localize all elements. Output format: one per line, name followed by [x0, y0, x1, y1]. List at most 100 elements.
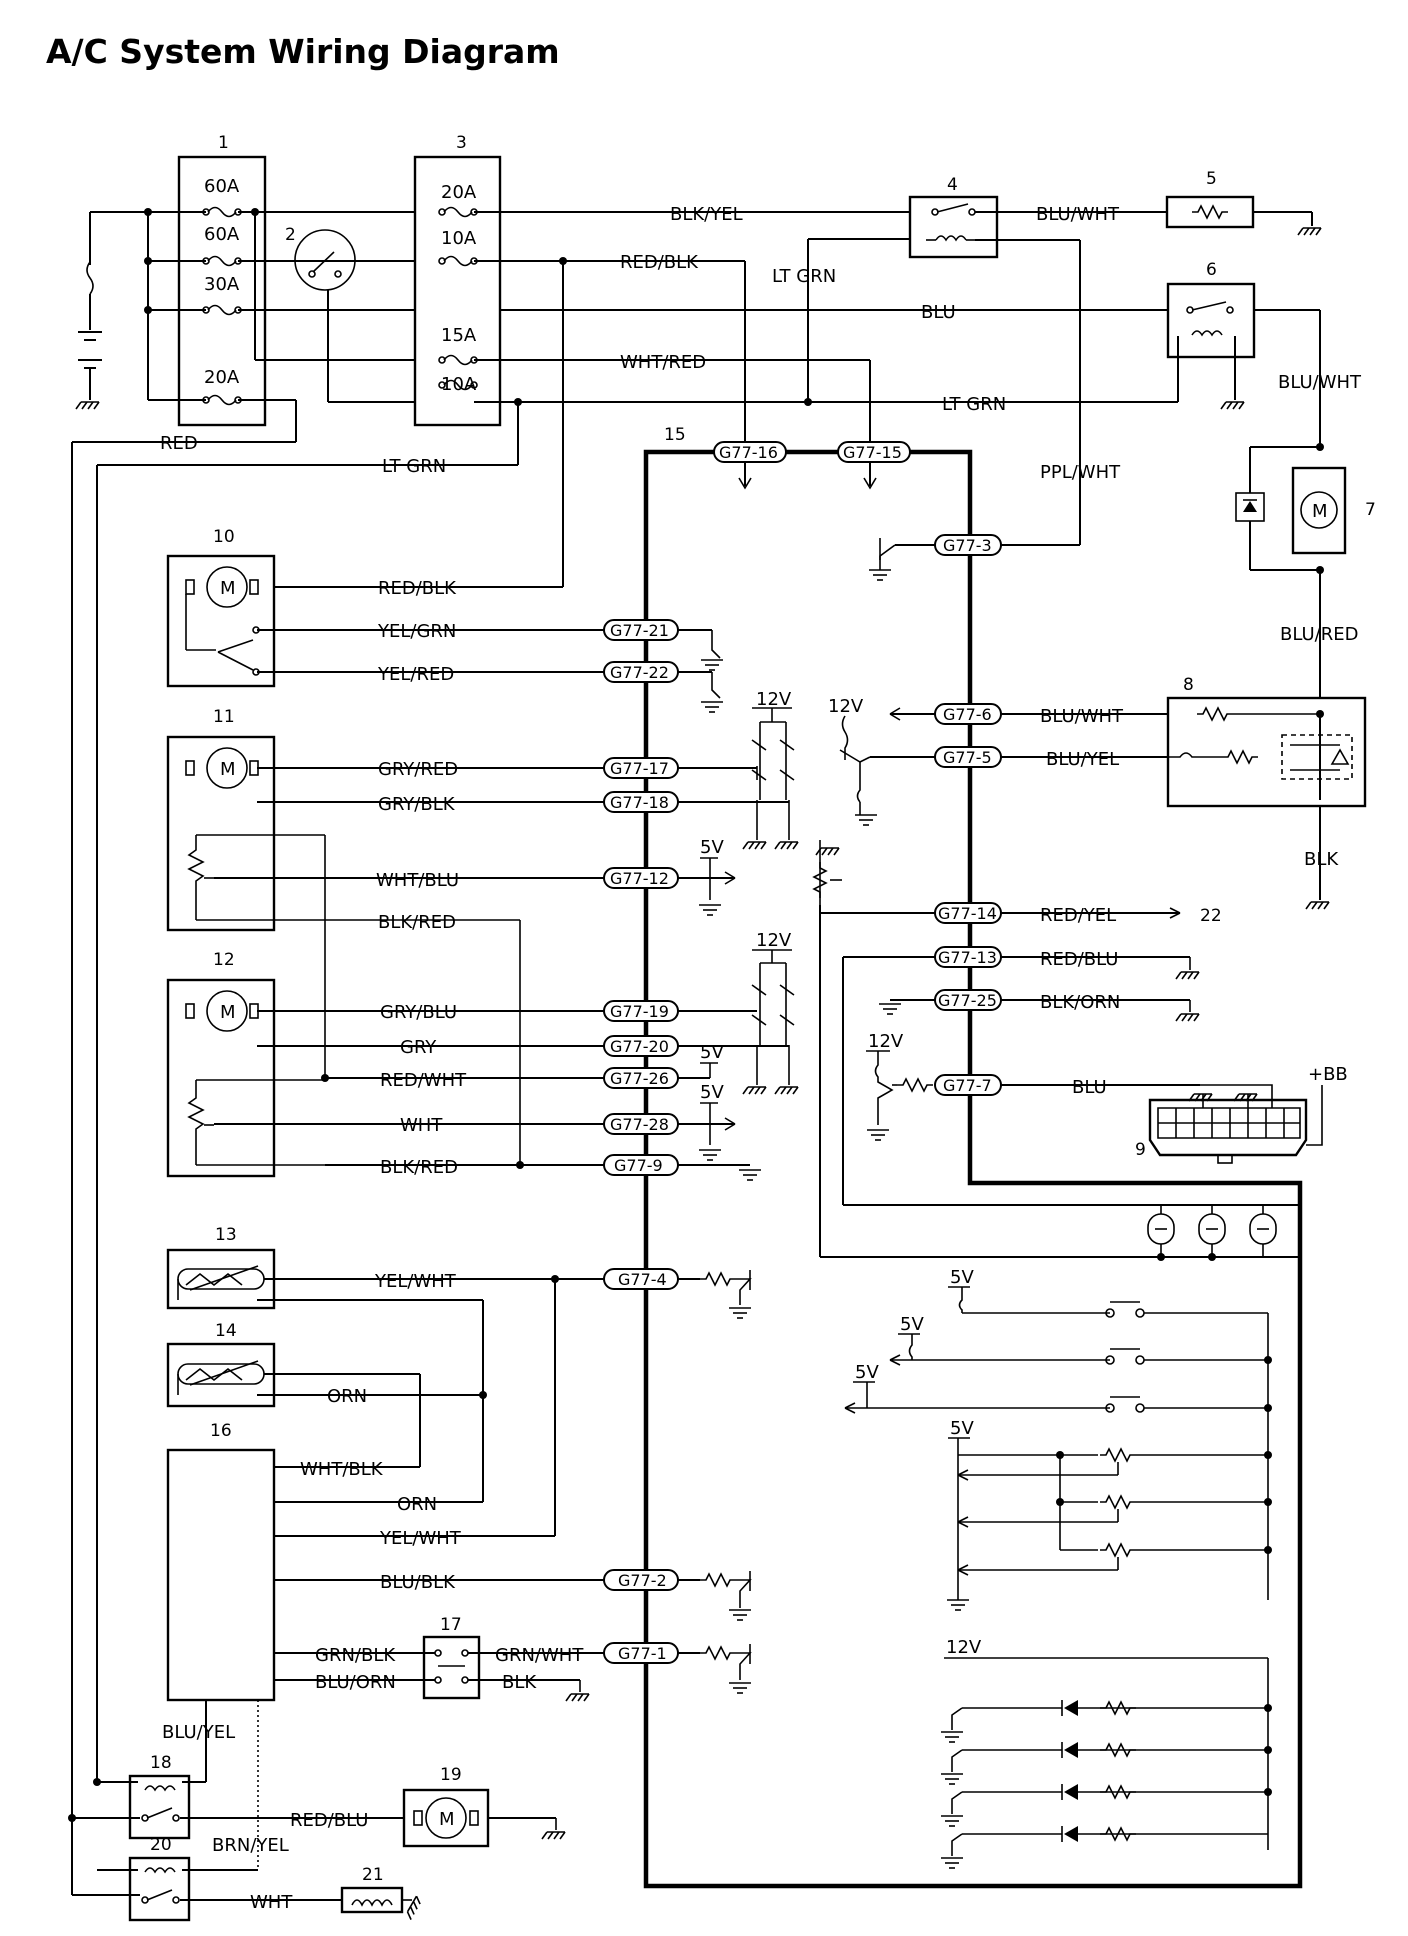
wire-label: BLU/WHT	[1278, 372, 1362, 393]
wire-label: GRY/BLU	[380, 1002, 457, 1023]
pin-g77-9: G77-9	[603, 1154, 679, 1176]
pin-g77-15: G77-15	[837, 441, 911, 463]
wire-label: LT GRN	[382, 456, 446, 477]
pin-g77-28: G77-28	[603, 1113, 679, 1135]
wire-label: BLK/YEL	[670, 204, 743, 225]
component-number-6: 6	[1206, 260, 1217, 280]
blower-motor-7: M 7	[1235, 443, 1376, 574]
switch-17: 17	[422, 1615, 481, 1700]
svg-text:G77-26: G77-26	[610, 1069, 669, 1088]
fuse-box-1: 1 60A 60A 30A 20A	[144, 133, 267, 427]
pin-g77-25: G77-25	[934, 989, 1002, 1011]
ignition-switch-2: 2	[285, 225, 356, 291]
wire-label: RED/WHT	[380, 1070, 467, 1091]
pin-g77-22: G77-22	[603, 661, 679, 683]
svg-text:5V: 5V	[950, 1418, 974, 1439]
svg-text:G77-1: G77-1	[618, 1644, 667, 1663]
pin-g77-17: G77-17	[603, 757, 679, 779]
fuse-rating: 30A	[204, 274, 240, 295]
fuse-rating: 60A	[204, 176, 240, 197]
fuse-box-3: 3 20A 10A 15A 10A	[413, 133, 502, 427]
component-number-13: 13	[215, 1225, 237, 1245]
pin-g77-2: G77-2	[603, 1569, 679, 1591]
control-unit-15: 15	[643, 425, 1303, 1889]
wire-label: WHT/BLK	[300, 1459, 384, 1480]
wire-label: PPL/WHT	[1040, 462, 1121, 483]
actuator-10: 10 M	[166, 527, 276, 688]
component-number-1: 1	[218, 133, 229, 153]
svg-text:M: M	[220, 578, 236, 599]
pin-g77-13: G77-13	[934, 946, 1002, 968]
wire-label: BLU	[1072, 1077, 1107, 1098]
pin-g77-6: G77-6	[934, 703, 1002, 725]
wire-label: RED/BLK	[620, 252, 699, 273]
component-number-3: 3	[456, 133, 467, 153]
wire-label: WHT	[250, 1892, 293, 1913]
component-number-17: 17	[440, 1615, 462, 1635]
component-number-21: 21	[362, 1865, 384, 1885]
svg-text:G77-3: G77-3	[943, 536, 992, 555]
svg-text:5V: 5V	[900, 1314, 924, 1335]
pin-g77-4: G77-4	[603, 1268, 679, 1290]
resistor-5: 5	[1165, 169, 1255, 229]
led-indicator-bank: 12V	[940, 1637, 1272, 1869]
pin-g77-7: G77-7	[934, 1074, 1002, 1096]
driver-transistors-a	[742, 707, 799, 850]
svg-text:G77-12: G77-12	[610, 869, 669, 888]
component-number-9: 9	[1135, 1140, 1146, 1160]
wire-label: ORN	[327, 1386, 367, 1407]
battery	[75, 212, 102, 410]
pin-g77-16: G77-16	[713, 441, 787, 463]
wire-label: BLK	[502, 1672, 537, 1693]
diagram-title: A/C System Wiring Diagram	[46, 32, 560, 71]
component-number-7: 7	[1365, 500, 1376, 520]
pin-g77-21: G77-21	[603, 619, 679, 641]
wire-label: BLU/BLK	[380, 1572, 456, 1593]
wire-label: BLU/WHT	[1036, 204, 1120, 225]
svg-text:G77-2: G77-2	[618, 1571, 667, 1590]
control-module-16: 16	[166, 1421, 276, 1702]
voltage-label: 12V	[828, 696, 864, 717]
svg-text:M: M	[439, 1809, 455, 1830]
wire-label: WHT/BLU	[376, 870, 459, 891]
svg-text:G77-14: G77-14	[938, 904, 997, 923]
wire-label: LT GRN	[942, 394, 1006, 415]
actuator-12: 12 M	[166, 950, 325, 1178]
wire-label: BLU/WHT	[1040, 706, 1124, 727]
wire-label: GRY/RED	[378, 759, 458, 780]
fuse-rating: 15A	[441, 325, 477, 346]
power-transistor-8: 8	[1166, 675, 1367, 808]
relay-18: 18	[128, 1753, 191, 1840]
compressor-clutch-21: 21	[340, 1865, 424, 1921]
wire-label: YEL/WHT	[374, 1271, 457, 1292]
sensor-14: 14	[166, 1321, 276, 1408]
wire-label: ORN	[397, 1494, 437, 1515]
wire-label: WHT	[400, 1115, 443, 1136]
component-number-8: 8	[1183, 675, 1194, 695]
driver-transistors-b	[839, 715, 878, 826]
pin-g77-14: G77-14	[934, 902, 1002, 924]
relay-6: 6	[1166, 260, 1256, 359]
component-number-22: 22	[1200, 906, 1222, 926]
component-number-4: 4	[947, 175, 958, 195]
wire-label: RED/BLU	[290, 1810, 368, 1831]
pin-g77-18: G77-18	[603, 791, 679, 813]
svg-text:G77-16: G77-16	[719, 443, 778, 462]
pin-g77-3: G77-3	[934, 534, 1002, 556]
pin-g77-26: G77-26	[603, 1067, 679, 1089]
wire-label: BLK	[1304, 849, 1339, 870]
component-number-14: 14	[215, 1321, 237, 1341]
pin-g77-5: G77-5	[934, 746, 1002, 768]
component-number-19: 19	[440, 1765, 462, 1785]
wire-label: BLU/RED	[1280, 624, 1358, 645]
wire-label: BLK/RED	[380, 1157, 458, 1178]
condenser-fan-motor-19: 19 M	[402, 1765, 490, 1848]
component-number-10: 10	[213, 527, 235, 547]
voltage-label: 12V	[756, 930, 792, 951]
component-number-20: 20	[150, 1835, 172, 1855]
control-panel-switches: 5V 5V 5V 5V	[844, 1267, 1272, 1611]
wire-label: BLU/YEL	[162, 1722, 235, 1743]
svg-text:5V: 5V	[950, 1267, 974, 1288]
voltage-label: 5V	[700, 837, 724, 858]
